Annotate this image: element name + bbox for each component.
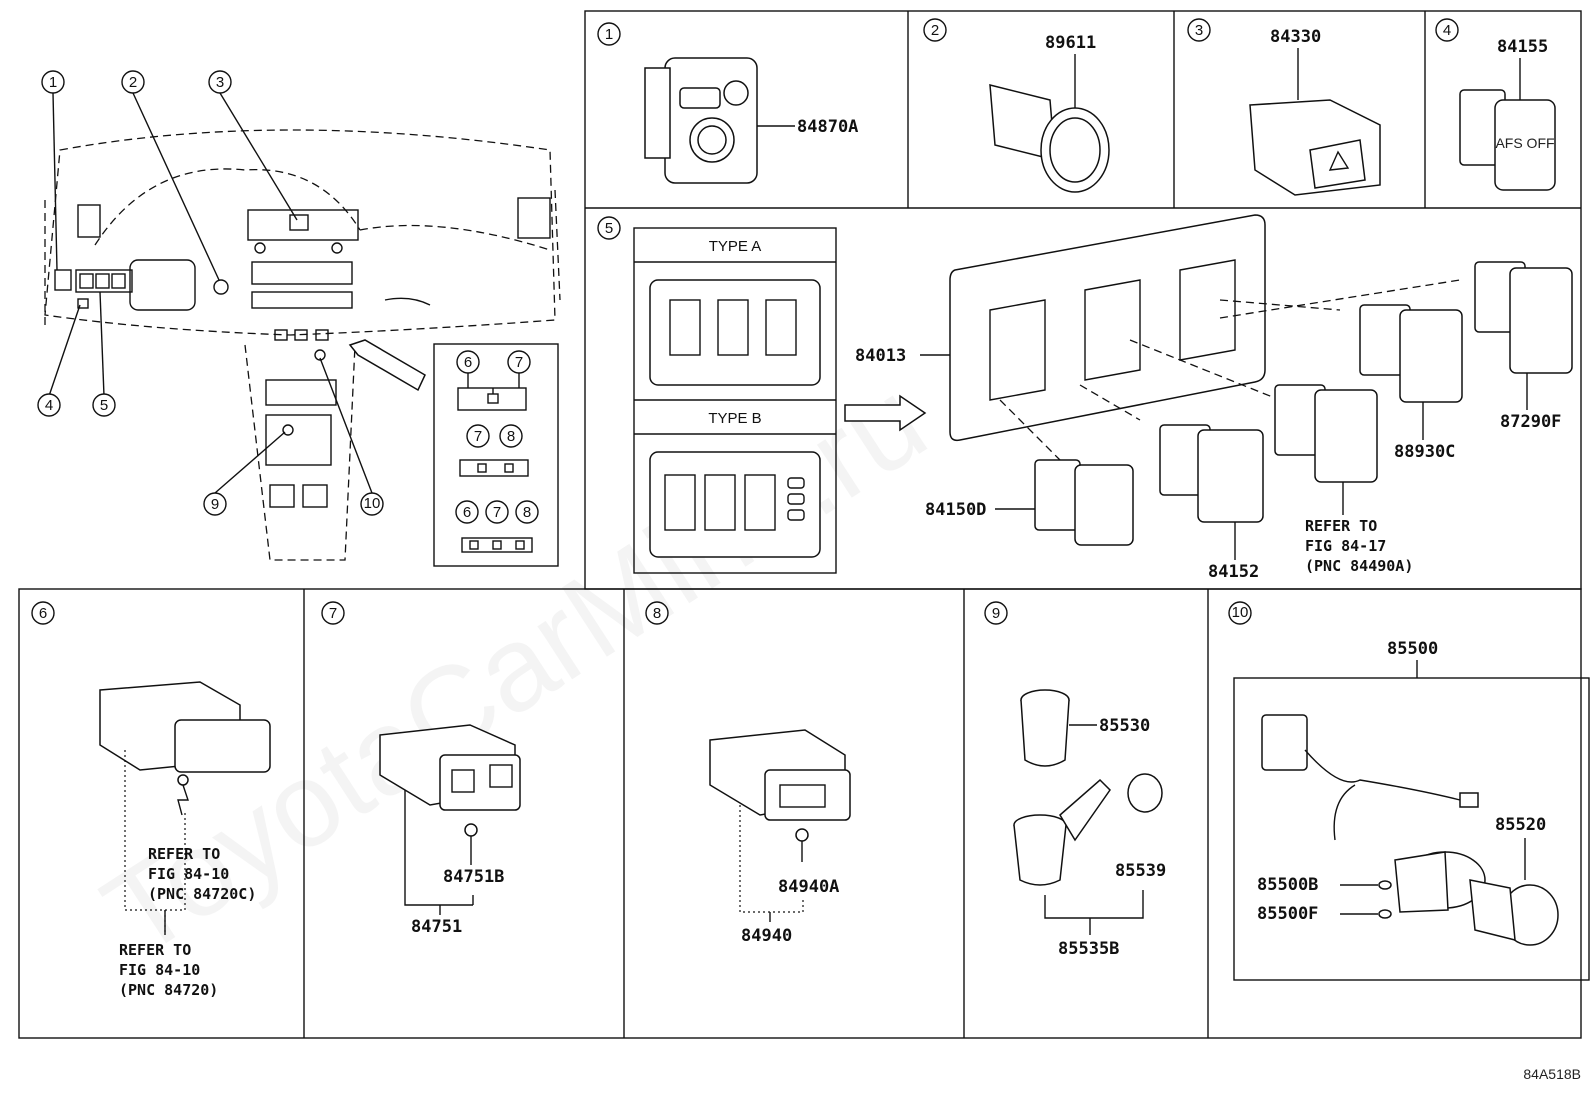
part-84013: 84013: [855, 346, 906, 366]
svg-text:3: 3: [1195, 22, 1203, 39]
svg-text:6: 6: [463, 504, 471, 521]
panel-4: 4 84155 AFS OFF: [1435, 18, 1556, 191]
callout-3: 3: [208, 70, 232, 94]
panel-9: 9 85530 85539 85535B: [984, 601, 1166, 959]
part-85530: 85530: [1099, 716, 1150, 736]
part-87290F: 87290F: [1500, 412, 1561, 432]
panel-5: 5 TYPE A TYPE B 84013 84150D: [597, 214, 1573, 582]
part-89611: 89611: [1045, 33, 1096, 53]
svg-text:FIG 84-10: FIG 84-10: [148, 865, 229, 883]
svg-text:7: 7: [493, 504, 501, 521]
part-88930C: 88930C: [1394, 442, 1455, 462]
svg-text:6: 6: [39, 605, 47, 622]
svg-text:10: 10: [1232, 604, 1249, 621]
callout-10: 10: [360, 492, 384, 516]
svg-text:6: 6: [464, 354, 472, 371]
dashboard-overview: [44, 129, 561, 561]
refer-fig-84-17: REFER TO: [1305, 517, 1377, 535]
overview-callouts: 1 2 3 4 5 9 10: [37, 70, 384, 516]
panel-8: 8 84940A 84940: [645, 601, 851, 946]
part-84870A: 84870A: [797, 117, 858, 137]
svg-text:10: 10: [364, 495, 381, 512]
svg-text:8: 8: [507, 428, 515, 445]
panel-7: 7 84751B 84751: [321, 601, 521, 937]
part-85500: 85500: [1387, 639, 1438, 659]
part-84751: 84751: [411, 917, 462, 937]
svg-text:7: 7: [474, 428, 482, 445]
part-85535B: 85535B: [1058, 939, 1119, 959]
frame-lines: [18, 10, 1582, 1039]
svg-text:8: 8: [523, 504, 531, 521]
part-85539: 85539: [1115, 861, 1166, 881]
part-84155: 84155: [1497, 37, 1548, 57]
svg-text:7: 7: [515, 354, 523, 371]
refer-fig-84-10-84720: REFER TO: [119, 941, 191, 959]
callout-1: 1: [41, 70, 65, 94]
panel-10: 10 85500 85520 85500B 85500F: [1228, 601, 1590, 981]
part-84751B: 84751B: [443, 867, 504, 887]
svg-text:4: 4: [1443, 22, 1451, 39]
variant-inset: 6 7 7 8 6 7 8: [433, 343, 559, 567]
svg-text:FIG 84-17: FIG 84-17: [1305, 537, 1386, 555]
svg-text:2: 2: [129, 74, 137, 91]
refer-fig-84-10-84720C: REFER TO: [148, 845, 220, 863]
part-84940A: 84940A: [778, 877, 839, 897]
svg-text:4: 4: [45, 397, 53, 414]
svg-text:7: 7: [329, 605, 337, 622]
part-85500B: 85500B: [1257, 875, 1318, 895]
svg-text:2: 2: [931, 22, 939, 39]
diagram-code: 84A518B: [1523, 1066, 1581, 1082]
svg-text:5: 5: [605, 220, 613, 237]
part-85500F: 85500F: [1257, 904, 1318, 924]
callout-9: 9: [203, 492, 227, 516]
type-a-label: TYPE A: [709, 238, 762, 255]
part-84330: 84330: [1270, 27, 1321, 47]
callout-4: 4: [37, 393, 61, 417]
callout-5: 5: [92, 393, 116, 417]
part-85520: 85520: [1495, 815, 1546, 835]
part-84940: 84940: [741, 926, 792, 946]
svg-text:1: 1: [605, 26, 613, 43]
panel-6: 6 REFER TO FIG 84-10 (PNC 84720C) REFER …: [31, 601, 271, 999]
svg-text:1: 1: [49, 74, 57, 91]
panel-1: 1 84870A: [597, 22, 858, 184]
svg-text:(PNC 84490A): (PNC 84490A): [1305, 557, 1413, 575]
panel-2: 2 89611: [923, 18, 1110, 193]
part-84150D: 84150D: [925, 500, 986, 520]
svg-text:8: 8: [653, 605, 661, 622]
svg-text:5: 5: [100, 397, 108, 414]
callout-2: 2: [121, 70, 145, 94]
afs-off-label: AFS OFF: [1495, 135, 1554, 151]
svg-text:(PNC 84720): (PNC 84720): [119, 981, 218, 999]
svg-text:(PNC 84720C): (PNC 84720C): [148, 885, 256, 903]
part-84152: 84152: [1208, 562, 1259, 582]
svg-text:9: 9: [992, 605, 1000, 622]
panel-3: 3 84330: [1187, 18, 1381, 196]
type-b-label: TYPE B: [708, 410, 761, 427]
svg-text:9: 9: [211, 496, 219, 513]
svg-text:FIG 84-10: FIG 84-10: [119, 961, 200, 979]
svg-text:3: 3: [216, 74, 224, 91]
